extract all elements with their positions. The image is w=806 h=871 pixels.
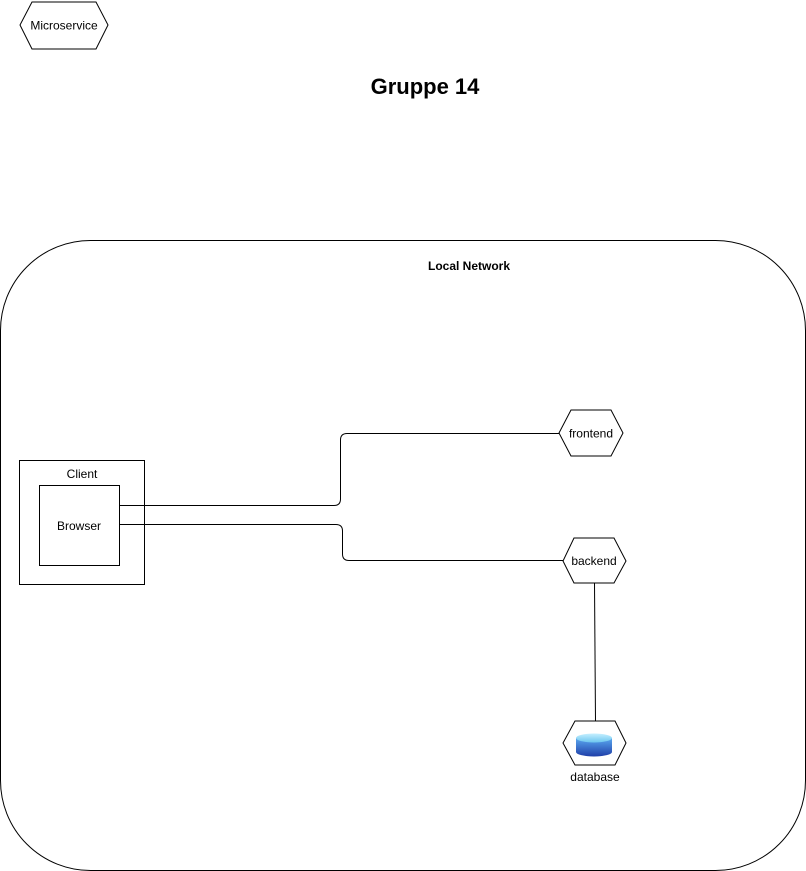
connector-backend-database — [594, 582, 596, 723]
local-network-label: Local Network — [428, 259, 510, 273]
connector-browser-backend — [119, 524, 565, 561]
diagram-title: Gruppe 14 — [371, 74, 481, 99]
frontend-hexagon-icon — [558, 409, 624, 457]
frontend-label: frontend — [569, 427, 613, 441]
database-label: database — [570, 770, 620, 784]
database-service[interactable]: database — [562, 720, 627, 784]
frontend-service[interactable]: frontend — [558, 409, 624, 457]
backend-label: backend — [571, 554, 616, 568]
browser-label: Browser — [57, 519, 101, 533]
browser-box[interactable] — [39, 485, 120, 566]
client-node[interactable]: Client Browser — [19, 460, 145, 585]
microservice-hexagon-icon — [19, 1, 109, 50]
legend-microservice-label: Microservice — [30, 19, 98, 33]
backend-service[interactable]: backend — [562, 537, 627, 584]
legend-microservice[interactable]: Microservice — [19, 1, 109, 50]
backend-hexagon-icon — [562, 537, 627, 584]
database-cylinder-icon — [576, 733, 612, 757]
connector-browser-frontend — [119, 433, 560, 506]
client-label: Client — [67, 467, 98, 481]
